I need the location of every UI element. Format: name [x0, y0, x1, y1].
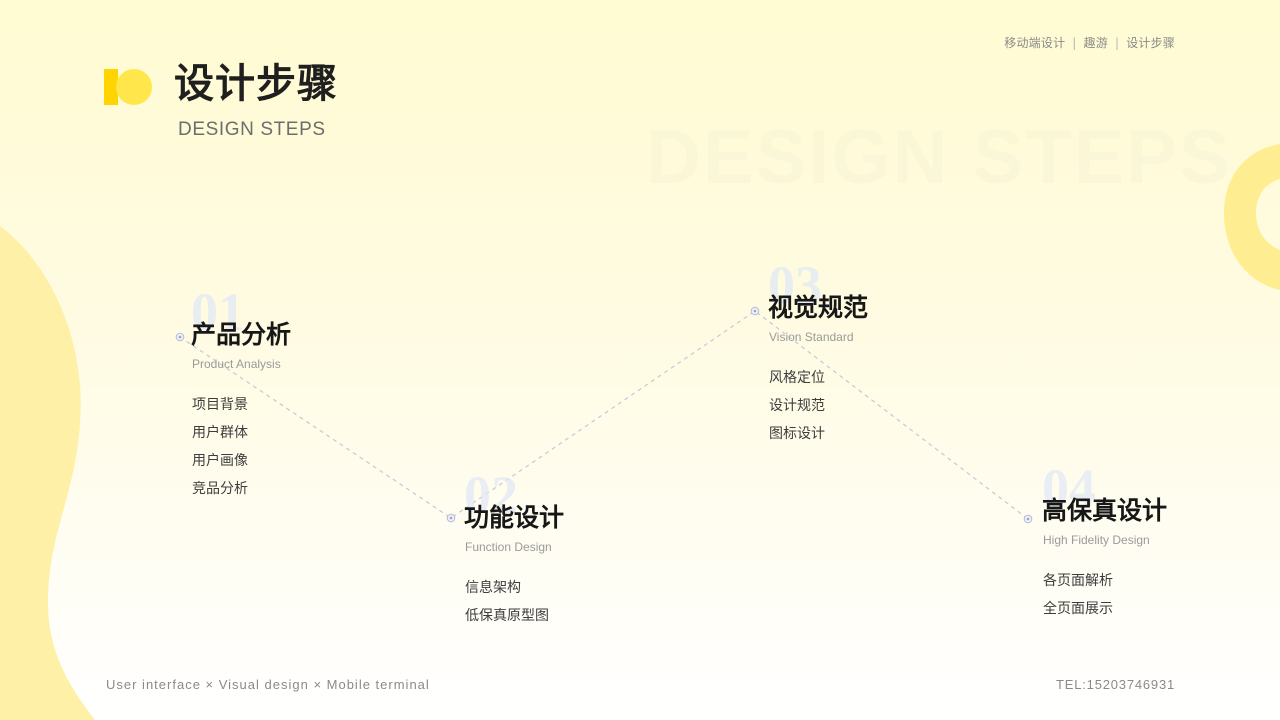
step-item: 风格定位 [769, 370, 825, 386]
step-subtitle: Vision Standard [769, 330, 854, 344]
step-number: 04 [1042, 458, 1096, 518]
meta-right-text: 设计步骤 [1126, 36, 1175, 50]
step-number: 01 [191, 282, 245, 342]
step-number: 03 [768, 255, 822, 315]
meta-separator: | [1072, 35, 1077, 50]
brand-mark-circle [116, 69, 152, 105]
step-title: 视觉规范 [768, 293, 869, 322]
step-title: 功能设计 [464, 503, 565, 532]
step-item: 竞品分析 [192, 481, 248, 497]
step-items: 信息架构 低保真原型图 [465, 574, 549, 630]
step-items: 项目背景 用户群体 用户画像 竞品分析 [192, 391, 248, 503]
meta-middle-text: 趣游 [1083, 36, 1108, 50]
step-item: 各页面解析 [1043, 573, 1113, 589]
footer-phone: TEL:15203746931 [1056, 677, 1175, 692]
footer-tagline: User interface × Visual design × Mobile … [106, 677, 430, 692]
meta-left-text: 移动端设计 [1004, 36, 1066, 50]
step-title: 产品分析 [191, 320, 292, 349]
step-number: 02 [464, 465, 518, 525]
step-items: 各页面解析 全页面展示 [1043, 567, 1113, 623]
step-item: 用户画像 [192, 453, 248, 469]
page-title: 设计步骤 [174, 61, 338, 107]
step-item: 低保真原型图 [465, 608, 549, 624]
left-yellow-blob [0, 226, 95, 720]
step-subtitle: Function Design [465, 540, 552, 554]
step-subtitle: High Fidelity Design [1043, 533, 1150, 547]
step-item: 信息架构 [465, 580, 521, 596]
step-subtitle: Product Analysis [192, 357, 281, 371]
connector-node [175, 332, 185, 342]
brand-mark [104, 69, 154, 107]
step-item: 图标设计 [769, 426, 825, 442]
meta-separator: | [1114, 35, 1120, 50]
step-item: 全页面展示 [1043, 601, 1113, 617]
step-title: 高保真设计 [1042, 496, 1168, 525]
background-watermark: DESIGN STEPS [646, 115, 1232, 200]
step-item: 项目背景 [192, 397, 248, 413]
brand-mark-bar [104, 69, 118, 105]
step-items: 风格定位 设计规范 图标设计 [769, 364, 825, 448]
step-item: 设计规范 [769, 398, 825, 414]
connector-node [446, 513, 456, 523]
connector-node [750, 306, 760, 316]
page-subtitle: DESIGN STEPS [178, 119, 326, 140]
step-item: 用户群体 [192, 425, 248, 441]
top-right-meta: 移动端设计 | 趣游 | 设计步骤 [1004, 34, 1175, 51]
connector-node [1023, 514, 1033, 524]
right-yellow-ring [1224, 144, 1280, 290]
